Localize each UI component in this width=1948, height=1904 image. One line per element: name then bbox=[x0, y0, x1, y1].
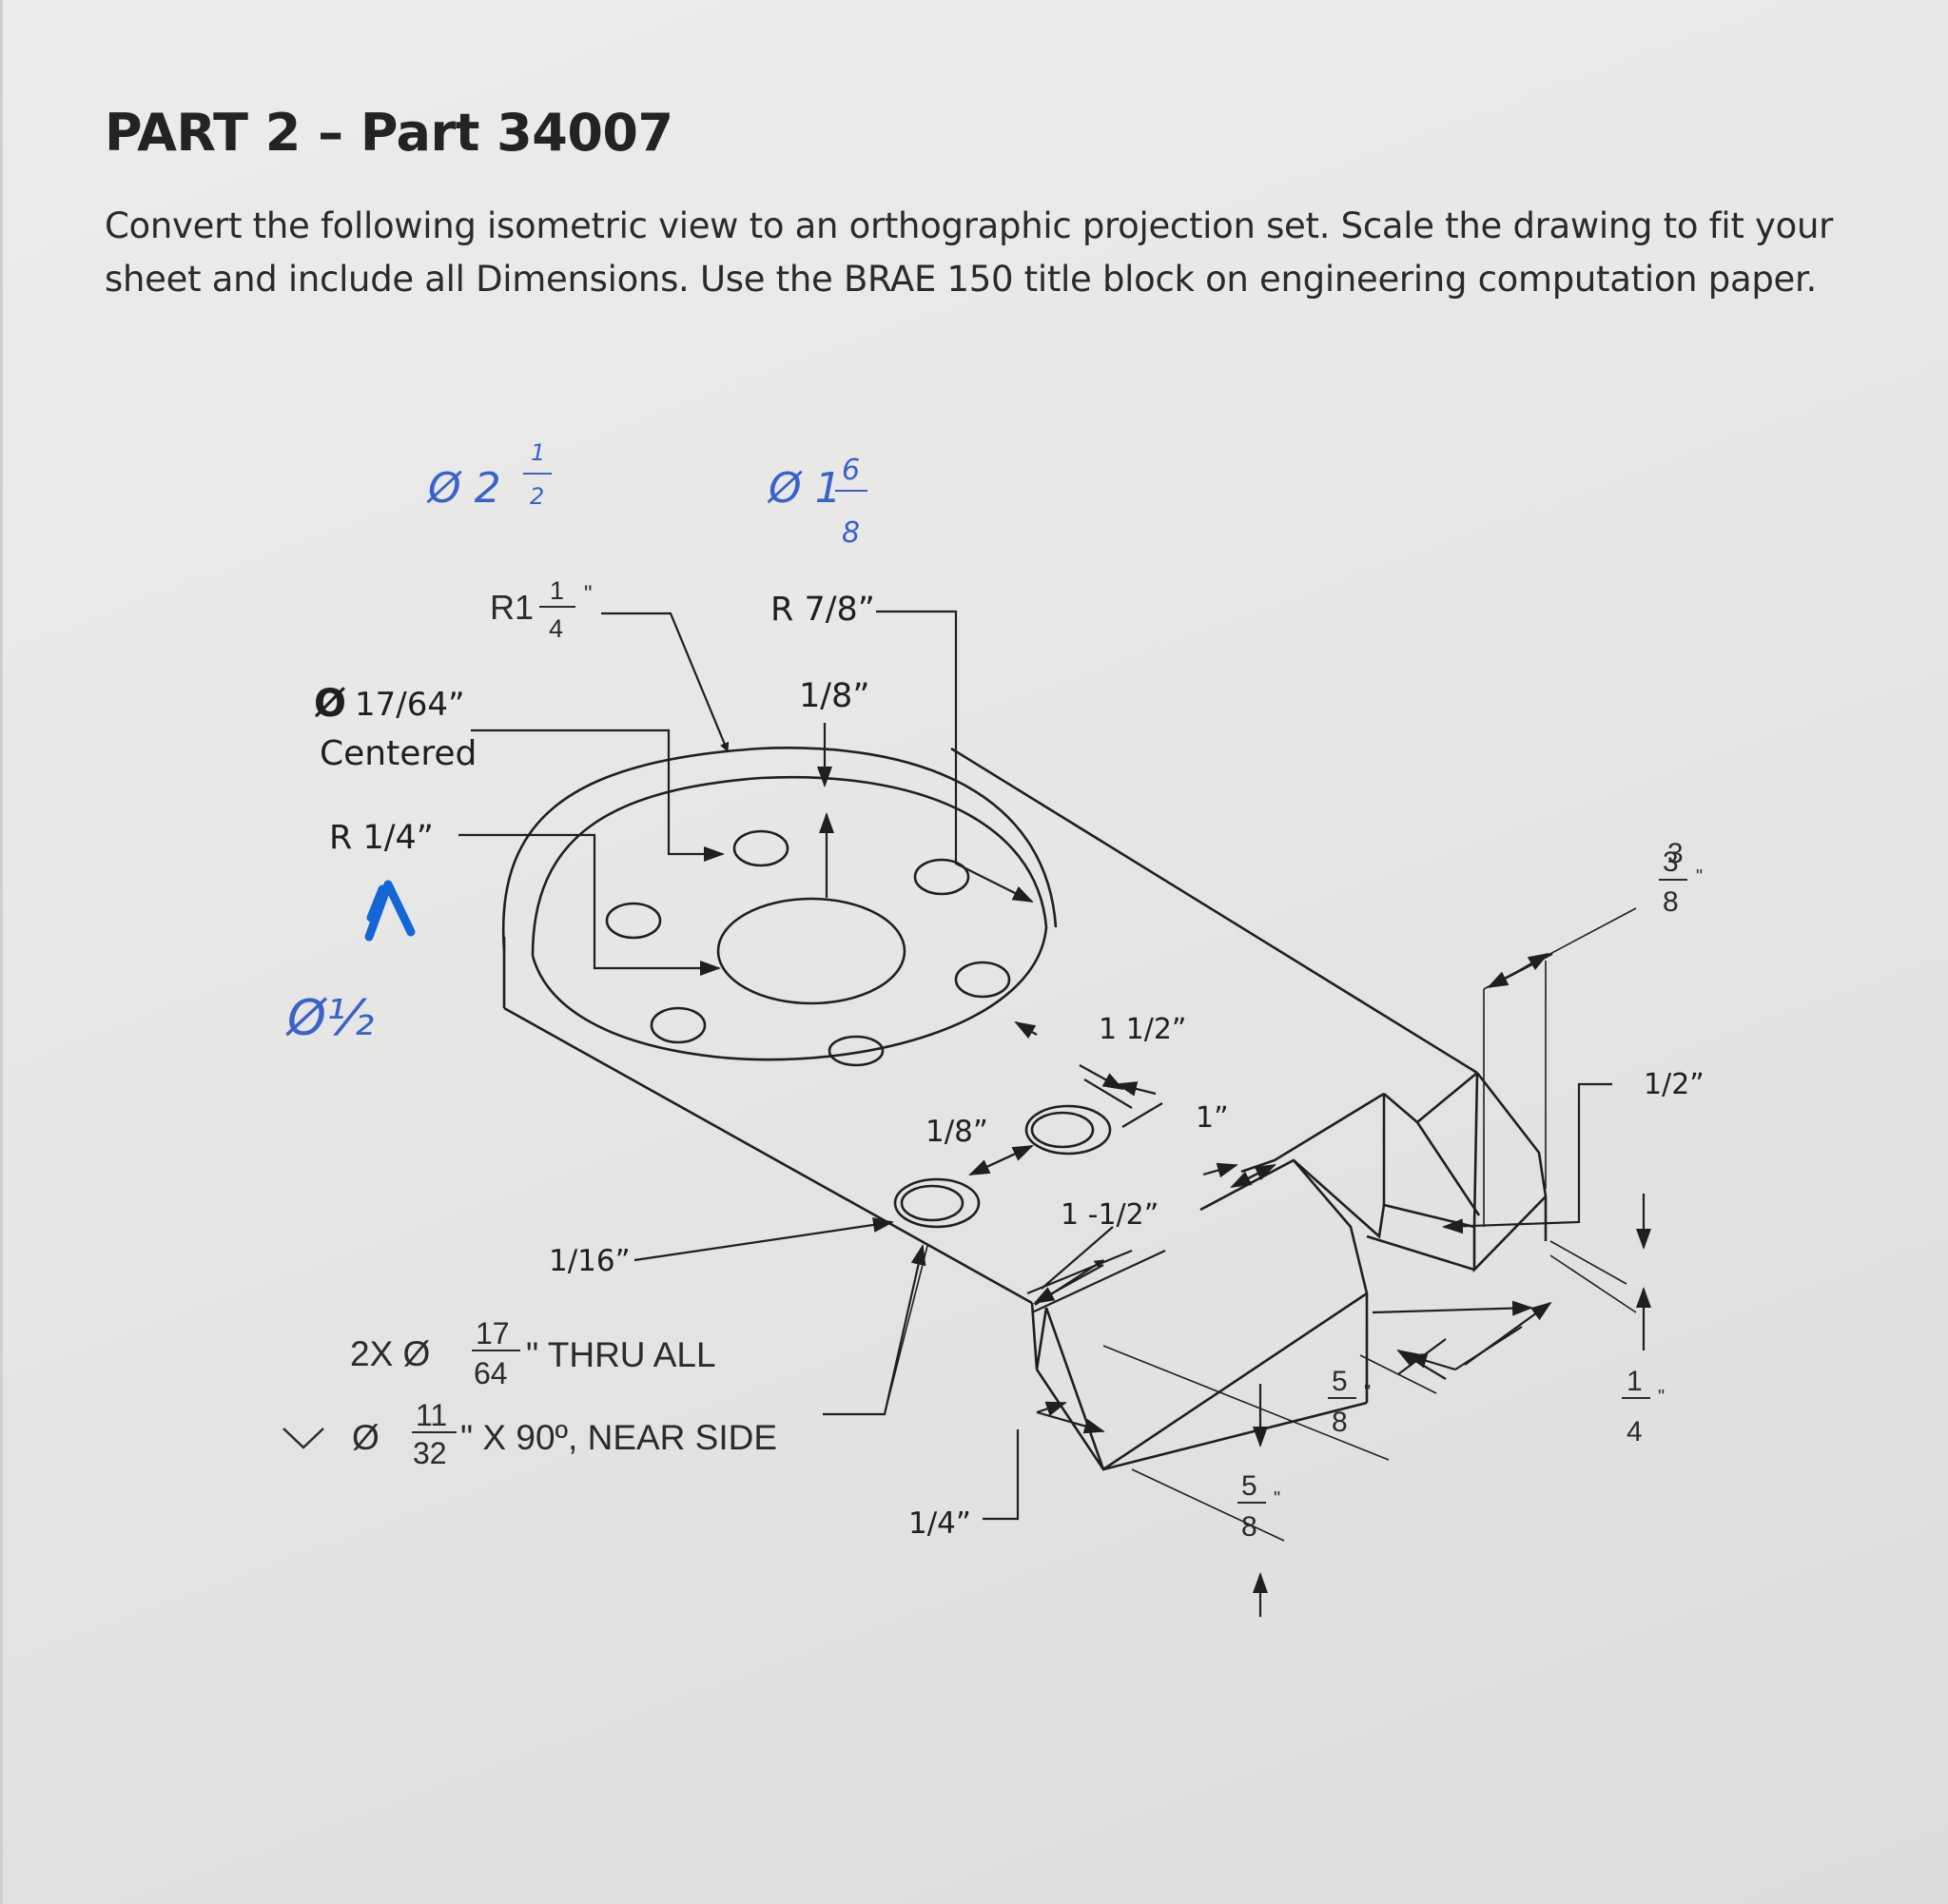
frac-3-den: 8 bbox=[1663, 886, 1679, 918]
countersink-hole bbox=[1030, 1111, 1095, 1149]
bolt-hole bbox=[913, 858, 970, 896]
inch-mark: " bbox=[1658, 1387, 1665, 1408]
hand-dia-one-sixth: Ø 1 bbox=[767, 464, 842, 513]
countersink-hole bbox=[900, 1184, 964, 1222]
countersink-hole bbox=[893, 1177, 981, 1229]
part-body bbox=[501, 747, 1548, 1471]
sixteenth-label: 1/16” bbox=[549, 1244, 631, 1278]
bolt-hole bbox=[650, 1006, 707, 1044]
thru-count: 2X Ø bbox=[350, 1334, 430, 1373]
inch-mark: " bbox=[1696, 866, 1703, 887]
hand-frac-den: 8 bbox=[842, 516, 860, 550]
instructions-text: Convert the following isometric view to … bbox=[105, 205, 1834, 300]
thru-den: 64 bbox=[474, 1356, 508, 1390]
one-inch-label: 1” bbox=[1196, 1101, 1229, 1135]
one-half-a-label: 1 1/2” bbox=[1099, 1013, 1186, 1046]
one-half-b-label: 1 -1/2” bbox=[1061, 1198, 1159, 1232]
hand-dia-half: Ø½ bbox=[285, 990, 374, 1047]
csk-den: 32 bbox=[413, 1436, 447, 1470]
depth-eighth-label: 1/8” bbox=[799, 677, 869, 715]
frac-5-den: 8 bbox=[1332, 1407, 1348, 1438]
bolt-hole bbox=[732, 829, 789, 867]
page-title: PART 2 – Part 34007 bbox=[105, 103, 673, 163]
frac-5-num: 5 bbox=[1332, 1366, 1348, 1397]
hand-dia-two-half: Ø 2 bbox=[426, 464, 501, 513]
hand-frac-num: 1 bbox=[531, 439, 545, 466]
dimension-labels: Ø 17/64” Centered R 1/4” R1 1 4 " R 7/8”… bbox=[282, 576, 1704, 1543]
frac-num: 1 bbox=[550, 576, 564, 605]
r-quarter-label: R 1/4” bbox=[329, 819, 434, 857]
holes bbox=[605, 829, 1112, 1229]
csk-text: " X 90º, NEAR SIDE bbox=[460, 1418, 777, 1457]
countersink-hole bbox=[1024, 1104, 1112, 1156]
dia-symbol: Ø bbox=[314, 682, 346, 726]
countersink-symbol bbox=[282, 1428, 324, 1449]
centered-label: Centered bbox=[320, 734, 477, 773]
svg-text:3: 3 bbox=[1667, 838, 1684, 869]
eighth-mid-label: 1/8” bbox=[925, 1115, 988, 1149]
inch-mark: " bbox=[584, 581, 593, 607]
frac-den: 4 bbox=[549, 614, 563, 643]
hand-frac-den: 2 bbox=[530, 483, 544, 510]
sheet-edge bbox=[0, 0, 3, 1904]
csk-num: 11 bbox=[416, 1398, 447, 1432]
inch-mark: " bbox=[1364, 1382, 1371, 1403]
bolt-hole bbox=[828, 1035, 885, 1067]
center-bore bbox=[716, 897, 906, 1005]
half-right-label: 1/2” bbox=[1644, 1068, 1704, 1101]
bolt-hole bbox=[605, 902, 662, 940]
frac-1-num: 1 bbox=[1627, 1366, 1643, 1397]
r-one-quarter-prefix: R1 bbox=[490, 588, 534, 627]
frac-5b-num: 5 bbox=[1241, 1470, 1257, 1502]
thru-text: " THRU ALL bbox=[526, 1335, 716, 1374]
blue-arrow-mark bbox=[364, 880, 416, 942]
quarter-bottom-label: 1/4” bbox=[908, 1506, 971, 1541]
csk-leader bbox=[823, 1245, 928, 1415]
r-seven-eighths-label: R 7/8” bbox=[770, 591, 875, 629]
thru-num: 17 bbox=[476, 1316, 510, 1350]
frac-three-eighths: 3 bbox=[1667, 838, 1684, 869]
inch-mark: " bbox=[1274, 1488, 1280, 1509]
hand-frac-num: 6 bbox=[842, 454, 860, 487]
handwritten-notes: Ø 2 1 2 Ø 1 6 8 Ø½ bbox=[285, 439, 867, 1047]
hole-dia-label: 17/64” bbox=[355, 686, 465, 724]
bolt-hole bbox=[954, 961, 1011, 999]
frac-5b-den: 8 bbox=[1241, 1511, 1257, 1543]
frac-1-den: 4 bbox=[1627, 1416, 1643, 1447]
csk-dia-symbol: Ø bbox=[352, 1418, 380, 1457]
frac-3-num: 3 bbox=[1663, 846, 1679, 878]
